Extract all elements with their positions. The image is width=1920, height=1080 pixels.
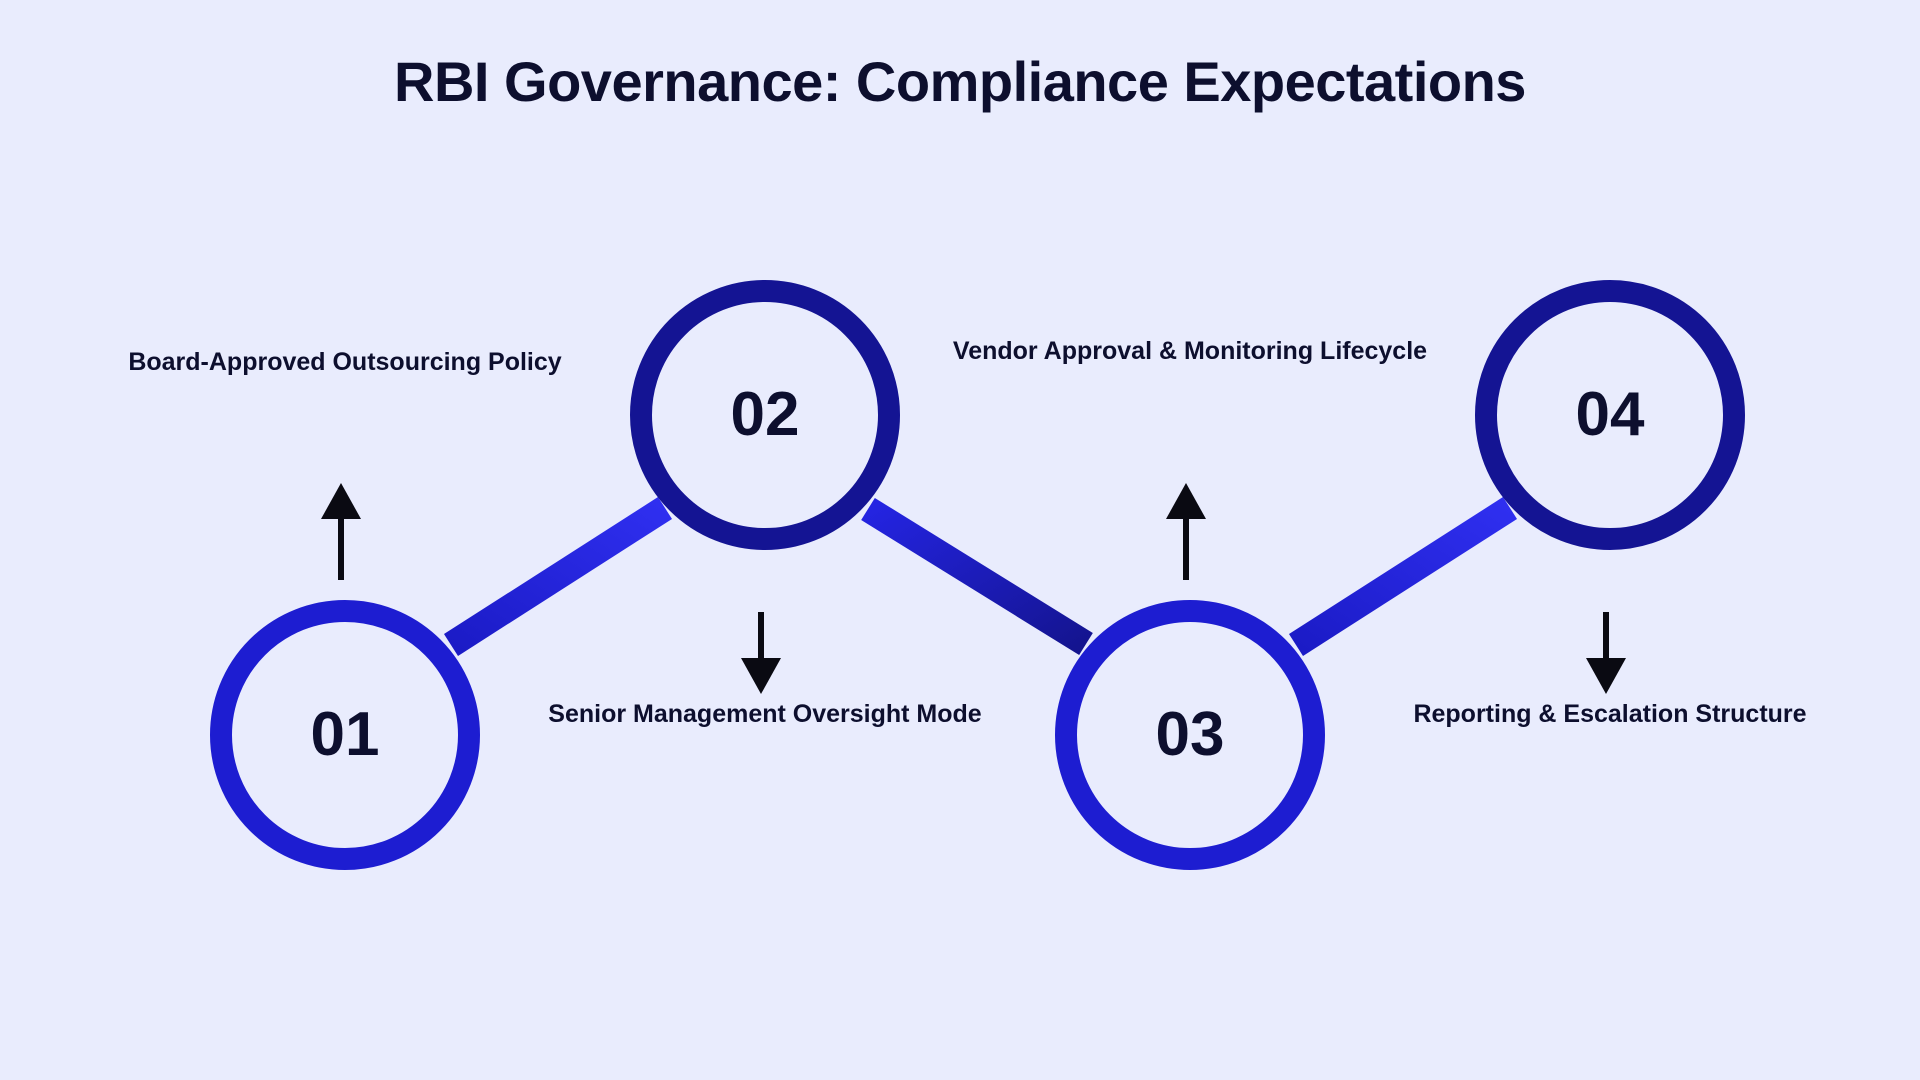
connector-02-03 bbox=[861, 497, 1093, 656]
step-circle-01[interactable] bbox=[210, 600, 480, 870]
down-arrow-02 bbox=[741, 612, 781, 694]
page-title: RBI Governance: Compliance Expectations bbox=[394, 50, 1526, 113]
step-number-04: 04 bbox=[1575, 380, 1645, 449]
step-circle-04[interactable] bbox=[1475, 280, 1745, 550]
step-caption-02: Senior Management Oversight Mode bbox=[548, 700, 982, 728]
connector-01-02 bbox=[443, 497, 673, 656]
step-number-02: 02 bbox=[730, 380, 800, 449]
step-number-03: 03 bbox=[1155, 700, 1225, 769]
up-arrow-01 bbox=[321, 483, 361, 580]
step-circle-02[interactable] bbox=[630, 280, 900, 550]
step-caption-03: Vendor Approval & Monitoring Lifecycle bbox=[952, 337, 1428, 365]
step-circle-03[interactable] bbox=[1055, 600, 1325, 870]
up-arrow-03 bbox=[1166, 483, 1206, 580]
connector-03-04 bbox=[1288, 497, 1518, 656]
step-caption-04: Reporting & Escalation Structure bbox=[1413, 700, 1807, 728]
step-number-01: 01 bbox=[310, 700, 380, 769]
step-caption-01: Board-Approved Outsourcing Policy bbox=[128, 348, 562, 376]
down-arrow-04 bbox=[1586, 612, 1626, 694]
